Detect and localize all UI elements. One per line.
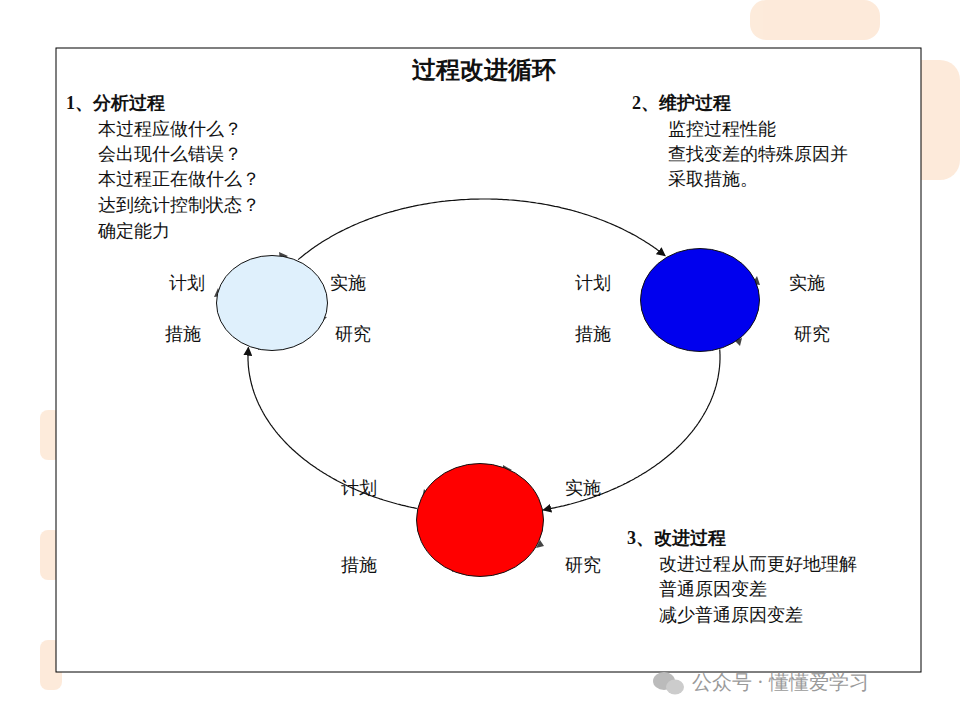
circle-shape bbox=[416, 463, 544, 577]
watermark: 公众号 · 懂懂爱学习 bbox=[692, 668, 869, 696]
frame bbox=[56, 48, 921, 672]
section-text: 本过程应做什么？ bbox=[98, 117, 242, 142]
cycle-step-label: 措施 bbox=[575, 323, 611, 345]
cycle-step-label: 计划 bbox=[575, 272, 611, 294]
circle-shape bbox=[640, 248, 760, 352]
cycle-step-label: 实施 bbox=[330, 272, 366, 294]
wechat-icon bbox=[653, 672, 684, 695]
section-text: 达到统计控制状态？ bbox=[98, 193, 260, 218]
cycle-step-label: 计划 bbox=[341, 477, 377, 499]
section-text: 减少普通原因变差 bbox=[659, 603, 803, 628]
cycle-step-label: 研究 bbox=[794, 323, 830, 345]
pdca-circle: 计划实施措施研究 bbox=[640, 248, 760, 352]
cycle-step-label: 研究 bbox=[335, 323, 371, 345]
cycle-step-label: 措施 bbox=[165, 323, 201, 345]
cycle-step-label: 实施 bbox=[565, 477, 601, 499]
section-text: 会出现什么错误？ bbox=[98, 142, 242, 167]
cycle-step-label: 实施 bbox=[789, 272, 825, 294]
pdca-circle: 计划实施措施研究 bbox=[416, 463, 544, 577]
cycle-arc bbox=[543, 349, 720, 510]
section-text: 本过程正在做什么？ bbox=[98, 167, 260, 192]
cycle-arc bbox=[248, 348, 417, 509]
section-heading: 2、维护过程 bbox=[632, 91, 731, 116]
section-heading: 3、改进过程 bbox=[627, 526, 726, 551]
section-text: 确定能力 bbox=[98, 219, 170, 244]
circle-shape bbox=[216, 255, 328, 351]
cycle-step-label: 研究 bbox=[565, 554, 601, 576]
section-text: 查找变差的特殊原因并 采取措施。 bbox=[668, 142, 855, 192]
cycle-step-label: 措施 bbox=[341, 554, 377, 576]
cycle-step-label: 计划 bbox=[169, 272, 205, 294]
diagram-title: 过程改进循环 bbox=[412, 58, 556, 83]
cycle-arc bbox=[298, 199, 665, 260]
section-text: 监控过程性能 bbox=[668, 117, 776, 142]
section-text: 改进过程从而更好地理解 普通原因变差 bbox=[659, 552, 864, 602]
section-heading: 1、分析过程 bbox=[66, 91, 165, 116]
pdca-circle: 计划实施措施研究 bbox=[216, 255, 328, 351]
